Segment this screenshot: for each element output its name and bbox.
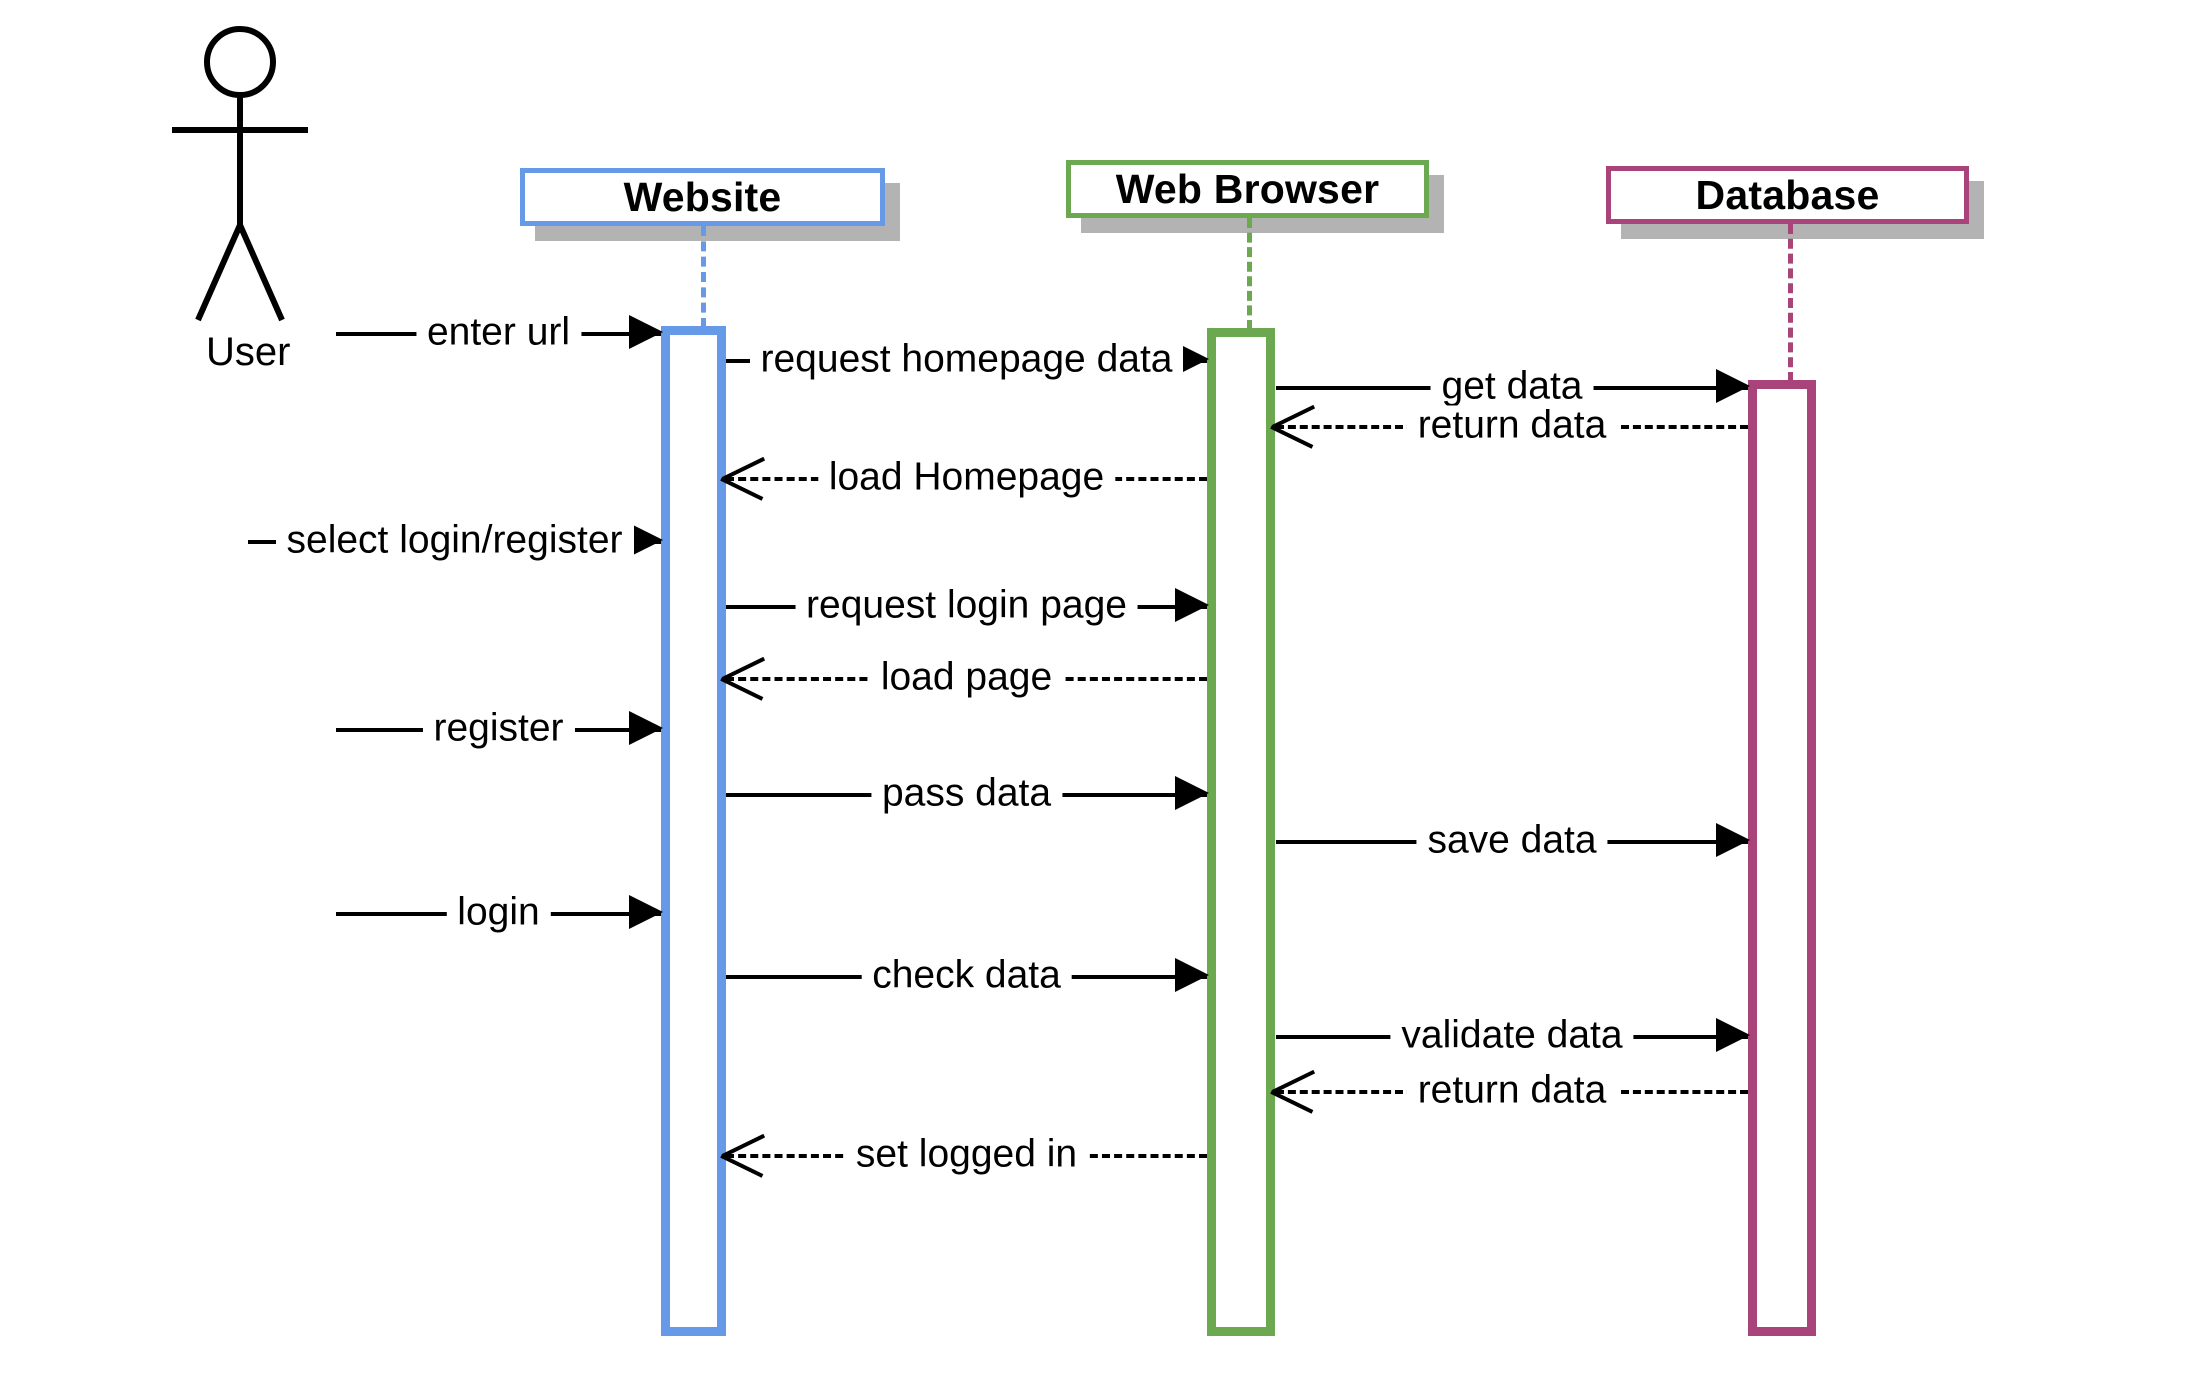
message-label: request login page	[795, 585, 1138, 625]
activation-bar-web-browser	[1207, 328, 1275, 1336]
message-label: save data	[1416, 820, 1608, 860]
message-label: return data	[1406, 405, 1618, 445]
message-label: request homepage data	[749, 339, 1184, 379]
message-label: register	[422, 708, 575, 748]
message-label: return data	[1406, 1070, 1618, 1110]
message-label: login	[446, 892, 551, 932]
message-label: pass data	[870, 773, 1063, 813]
participant-box-website[interactable]: Website	[520, 168, 885, 226]
arrowhead-open-left-icon	[720, 454, 766, 501]
message-label: get data	[1430, 366, 1594, 406]
message-label: load page	[869, 657, 1064, 697]
participant-box-web-browser[interactable]: Web Browser	[1066, 160, 1429, 218]
participant-label-website: Website	[623, 173, 782, 220]
lifeline-stem-website	[701, 226, 706, 328]
stick-figure-icon	[172, 26, 308, 322]
message-label: set logged in	[844, 1134, 1089, 1174]
arrowhead-filled-right-icon	[629, 315, 663, 349]
message-label: validate data	[1390, 1015, 1634, 1055]
participant-label-web-browser: Web Browser	[1115, 165, 1380, 212]
arrowhead-open-left-icon	[720, 1131, 766, 1178]
message-label: enter url	[415, 312, 582, 352]
participant-label-database: Database	[1695, 171, 1880, 218]
activation-bar-website	[661, 326, 726, 1336]
arrowhead-open-left-icon	[1270, 1067, 1316, 1114]
arrowhead-filled-right-icon	[629, 711, 663, 745]
activation-bar-database	[1748, 380, 1816, 1336]
message-label: load Homepage	[817, 457, 1116, 497]
arrowhead-filled-right-icon	[1716, 1018, 1750, 1052]
arrowhead-filled-right-icon	[1175, 958, 1209, 992]
arrowhead-filled-right-icon	[629, 895, 663, 929]
user-actor[interactable]	[150, 20, 330, 330]
lifeline-stem-web-browser	[1247, 218, 1252, 330]
message-label: check data	[861, 955, 1072, 995]
arrowhead-filled-right-icon	[1716, 369, 1750, 403]
arrowhead-filled-right-icon	[1175, 776, 1209, 810]
lifeline-stem-database	[1788, 224, 1793, 382]
arrowhead-open-left-icon	[1270, 402, 1316, 449]
arrowhead-filled-right-icon	[629, 523, 663, 557]
arrowhead-filled-right-icon	[1175, 588, 1209, 622]
participant-box-database[interactable]: Database	[1606, 166, 1969, 224]
arrowhead-open-left-icon	[720, 654, 766, 701]
user-actor-label: User	[206, 330, 291, 374]
message-label: select login/register	[275, 520, 634, 560]
arrowhead-filled-right-icon	[1716, 823, 1750, 857]
